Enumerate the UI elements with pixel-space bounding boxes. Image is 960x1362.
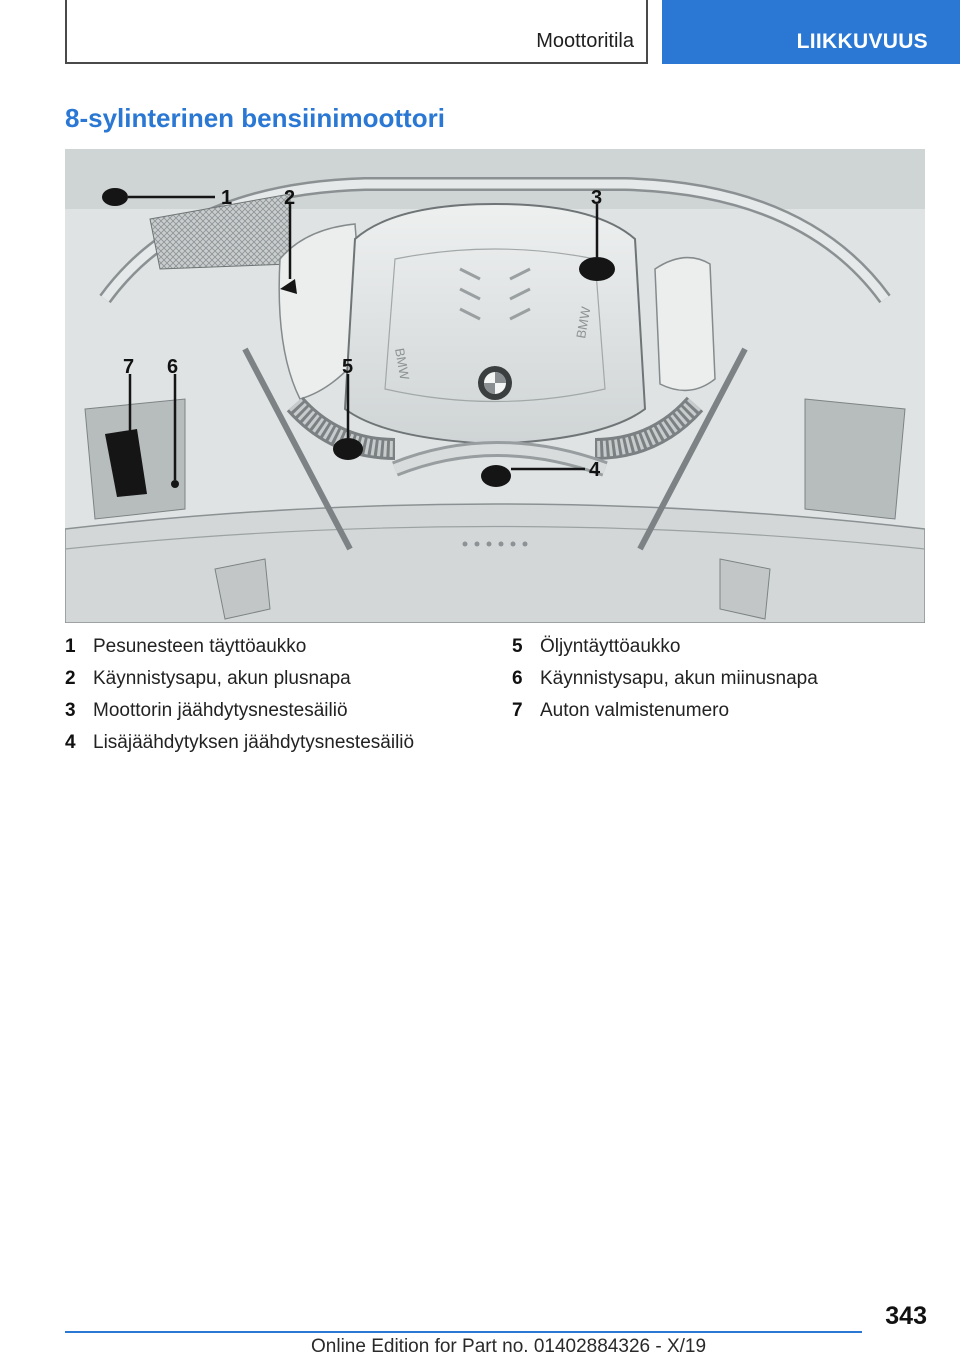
legend-number: 4 (65, 732, 76, 753)
legend-number: 1 (65, 636, 76, 657)
footer-divider (65, 1331, 862, 1333)
legend-number: 2 (65, 668, 76, 689)
legend-item: 7 Auton valmistenumero (512, 700, 818, 732)
legend-number: 3 (65, 700, 76, 721)
vin-plate (105, 429, 147, 497)
positive-terminal (280, 279, 297, 294)
legend-item: 3 Moottorin jäähdytysnestesäiliö (65, 700, 414, 732)
engine-bay-figure: BMW BMW (65, 149, 925, 623)
legend-text: Käynnistysapu, akun miinusnapa (540, 668, 818, 689)
legend-text: Öljyntäyttöaukko (540, 636, 681, 657)
legend-number: 7 (512, 700, 523, 721)
cover-brand-text-left: BMW (392, 347, 412, 382)
engine-bay-illustration: BMW BMW (65, 149, 925, 623)
page-number: 343 (885, 1302, 927, 1330)
legend-text: Lisäjäähdytyksen jäähdytysnestesäiliö (93, 732, 415, 753)
coolant-reservoir-cap (579, 257, 615, 281)
legend-text: Pesunesteen täyttöaukko (93, 636, 307, 657)
legend-item: 6 Käynnistysapu, akun miinusnapa (512, 668, 818, 700)
callout-3: 3 (591, 187, 602, 209)
legend-text: Auton valmistenumero (540, 700, 730, 721)
header-chapter-tab: LIIKKUVUUS (662, 0, 960, 64)
header-chapter-title: LIIKKUVUUS (796, 30, 928, 53)
bmw-logo (478, 366, 512, 400)
callout-5: 5 (342, 356, 353, 378)
legend-item: 2 Käynnistysapu, akun plusnapa (65, 668, 414, 700)
page-title: 8-sylinterinen bensiinimoottori (65, 103, 445, 133)
cover-brand-text-right: BMW (573, 305, 593, 340)
legend-right-column: 5 Öljyntäyttöaukko 6 Käynnistysapu, akun… (512, 636, 818, 732)
aux-coolant-cap (481, 465, 511, 487)
legend-text: Käynnistysapu, akun plusnapa (93, 668, 351, 689)
legend-item: 5 Öljyntäyttöaukko (512, 636, 818, 668)
callout-2: 2 (284, 187, 295, 209)
header-section-title: Moottoritila (536, 30, 634, 52)
callout-1: 1 (221, 187, 232, 209)
legend-left-column: 1 Pesunesteen täyttöaukko 2 Käynnistysap… (65, 636, 414, 764)
legend-number: 6 (512, 668, 523, 689)
legend-number: 5 (512, 636, 523, 657)
negative-terminal (171, 480, 179, 488)
legend-item: 1 Pesunesteen täyttöaukko (65, 636, 414, 668)
legend-text: Moottorin jäähdytysnestesäiliö (93, 700, 348, 721)
oil-fill-cap (333, 438, 363, 460)
callout-6: 6 (167, 356, 178, 378)
legend-item: 4 Lisäjäähdytyksen jäähdytysnestesäiliö (65, 732, 414, 764)
callout-7: 7 (123, 356, 134, 378)
header-section-box: Moottoritila (65, 0, 648, 64)
washer-fill-cap (102, 188, 128, 206)
callout-4: 4 (589, 459, 601, 481)
footer-edition-text: Online Edition for Part no. 01402884326 … (311, 1336, 707, 1357)
